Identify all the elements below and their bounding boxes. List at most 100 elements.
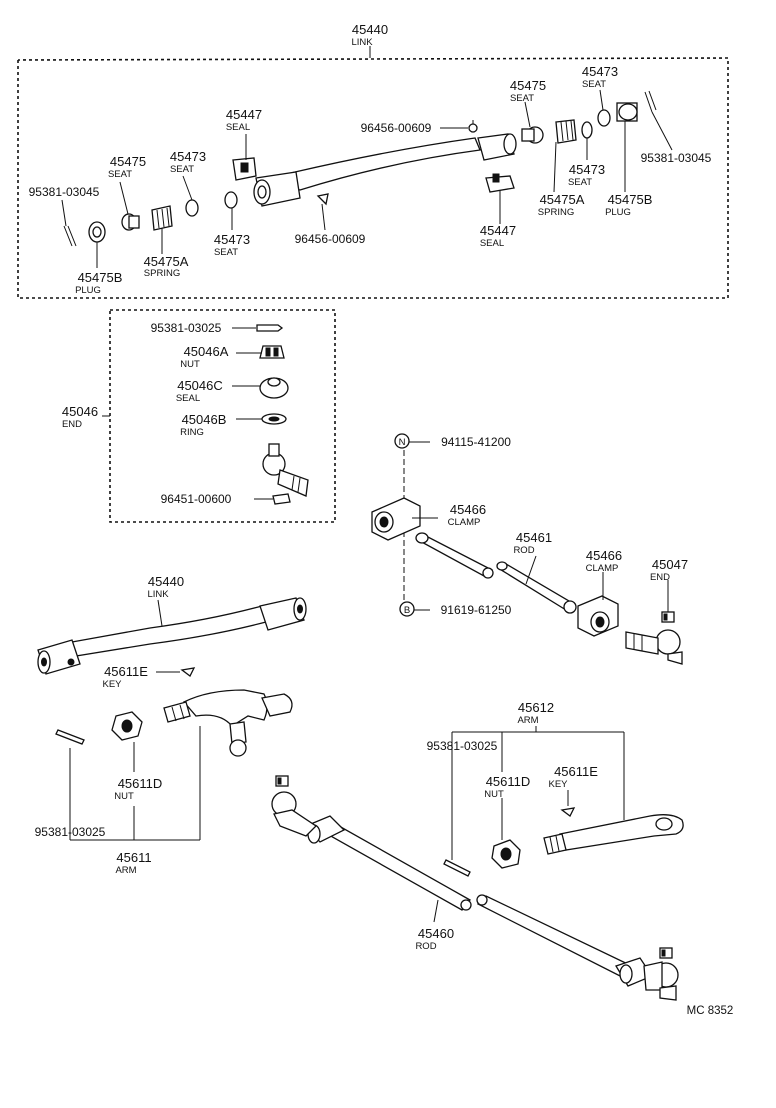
end-grease-code: 96451-00600 [161,492,232,506]
rod-a-number: 45460 [418,926,454,941]
end-nut [259,345,285,359]
end-grease-fitting [272,493,291,505]
n-code: 94115-41200 [441,435,511,449]
rod-b-number: 45461 [516,530,552,545]
end-nut-number: 45046A [184,344,229,359]
end-name: END [62,419,82,430]
end-ring [261,413,287,425]
seat-right-2 [581,121,593,139]
pin-d-code: 95381-03025 [427,739,498,753]
clamp-b-number: 45466 [586,548,622,563]
plug-b-name: PLUG [605,207,631,218]
tie-rod-long [304,815,653,987]
spring-a-name: SPRING [144,268,180,279]
cotter-pin-d [443,859,471,877]
rod-short-right [496,561,577,614]
pin-a-code: 95381-03045 [29,185,100,199]
seat-a-number: 45475 [110,154,146,169]
seat-right-3 [597,109,611,127]
end-seal [259,377,289,399]
clamp-right [577,595,619,637]
seat-b-number: 45473 [170,149,206,164]
rod-b-name: ROD [513,545,534,556]
plug-left [88,221,106,243]
seal-left [232,157,257,181]
n-marker [394,433,430,449]
arm-b-number: 45612 [518,700,554,715]
end-cotter-pin [256,324,284,332]
plug-a-name: PLUG [75,285,101,296]
arm-a-name: ARM [115,865,136,876]
tie-rod-end-right [625,611,683,665]
end-seal-number: 45046C [177,378,223,393]
grease-a-code: 96456-00609 [295,232,366,246]
pin-b-code: 95381-03045 [641,151,712,165]
plug-right [616,102,638,122]
spring-right [555,119,577,144]
grease-b-code: 96456-00609 [361,121,432,135]
key-a [180,667,196,677]
end-seal-name: SEAL [176,393,200,404]
link-group-box [17,46,729,299]
leader-lines-top [61,89,673,268]
leader-lines-rod [412,517,669,612]
link-bar [253,133,517,207]
cotter-pin-left [63,225,77,247]
end-number: 45046 [62,404,98,419]
spring-b-number: 45475A [540,192,585,207]
seat-left [121,213,140,231]
tie-rod-end-right-lower [643,947,679,1001]
seat-a-name: SEAT [108,169,132,180]
nut-b-name: NUT [484,789,504,800]
key-a-name: KEY [102,679,122,690]
seat-left-3 [224,191,238,209]
spring-b-name: SPRING [538,207,574,218]
b-marker-letter: B [404,605,410,616]
knuckle-arm [543,814,684,855]
cotter-pin-c [55,729,85,745]
nut-b-number: 45611D [486,774,531,789]
b-marker [399,601,430,617]
tie-rod-end-left-lower [271,775,318,837]
key-b-name: KEY [548,779,568,790]
end-ring-number: 45046B [182,412,227,427]
grease-fitting-right [468,120,478,133]
end-group-box [109,309,336,523]
b-code: 91619-61250 [441,603,512,617]
link2-number: 45440 [148,574,184,589]
seal-b-number: 45447 [480,223,516,238]
seat-e-number: 45473 [582,64,618,79]
seat-d-number: 45475 [510,78,546,93]
link-top-number: 45440 [352,22,388,37]
diagram-code: MC 8352 [687,1005,734,1017]
seat-left-2 [185,199,199,217]
plug-a-number: 45475B [78,270,123,285]
key-a-number: 45611E [104,664,148,679]
n-marker-letter: N [399,437,406,448]
leader-lines-end [232,327,273,500]
link2-name: LINK [147,589,169,600]
clamp-a-number: 45466 [450,502,486,517]
end-ring-name: RING [180,427,204,438]
end-ball-joint [262,443,309,497]
end-pin-code: 95381-03025 [151,321,222,335]
seat-f-name: SEAT [568,177,592,188]
arm-a-bracket [69,726,201,841]
link-top-name: LINK [351,37,373,48]
key-b-number: 45611E [554,764,598,779]
arm-a-number: 45611 [116,850,151,865]
seal-a-number: 45447 [226,107,262,122]
clamp-b-name: CLAMP [586,563,619,574]
end2-name: END [650,572,670,583]
arm-b-name: ARM [517,715,538,726]
link-2 [37,597,307,675]
seat-b-name: SEAT [170,164,194,175]
spring-a-number: 45475A [144,254,189,269]
seat-f-number: 45473 [569,162,605,177]
seat-right [521,126,544,144]
clamp-left [371,497,421,541]
seat-c-number: 45473 [214,232,250,247]
nut-a-name: NUT [114,791,134,802]
nut-b [491,839,521,869]
arm-b-bracket [451,726,625,860]
